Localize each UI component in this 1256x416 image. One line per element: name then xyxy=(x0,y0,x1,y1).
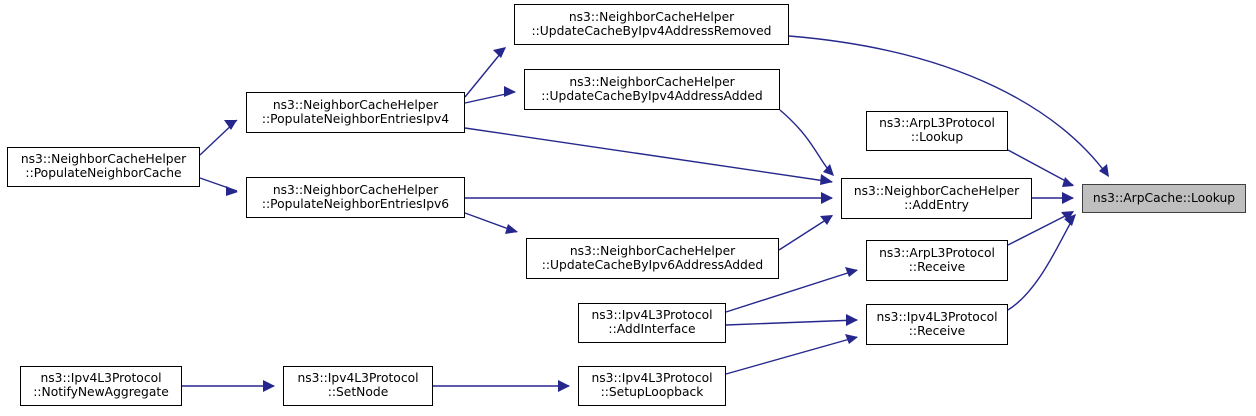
node-label-line1: ns3::NeighborCacheHelper xyxy=(20,152,187,167)
node-label-line1: ns3::NeighborCacheHelper xyxy=(569,74,735,89)
node-label-line1: ns3::NeighborCacheHelper xyxy=(568,9,735,24)
graph-node-update-cache-by-ipv4-address-added[interactable]: ns3::NeighborCacheHelper::UpdateCacheByI… xyxy=(524,69,780,110)
graph-node-populate-neighbor-entries-ipv4[interactable]: ns3::NeighborCacheHelper::PopulateNeighb… xyxy=(246,92,465,133)
arrowhead-icon xyxy=(845,267,858,277)
graph-node-ipv4-l3-protocol-add-interface[interactable]: ns3::Ipv4L3Protocol::AddInterface xyxy=(578,303,726,343)
arrowhead-icon xyxy=(558,380,570,392)
edge-ipv4-l3-protocol-receive-to-arp-cache-lookup xyxy=(1007,214,1076,311)
arrowhead-icon xyxy=(493,47,506,58)
edge-update-cache-by-ipv4-address-added-to-neighbor-cache-helper-add-entry xyxy=(779,109,834,176)
graph-node-ipv4-l3-protocol-receive[interactable]: ns3::Ipv4L3Protocol::Receive xyxy=(866,304,1008,345)
edge-populate-neighbor-entries-ipv4-to-neighbor-cache-helper-add-entry xyxy=(464,127,833,185)
graph-node-ipv4-l3-protocol-set-node[interactable]: ns3::Ipv4L3Protocol::SetNode xyxy=(283,366,433,406)
node-label-line1: ns3::ArpL3Protocol xyxy=(879,245,995,260)
edge-line xyxy=(779,109,834,176)
graph-node-update-cache-by-ipv4-address-removed[interactable]: ns3::NeighborCacheHelper::UpdateCacheByI… xyxy=(514,4,789,45)
edge-line xyxy=(464,127,833,183)
arrowhead-icon xyxy=(845,334,858,344)
graph-node-ipv4-l3-protocol-notify-new-aggregate[interactable]: ns3::Ipv4L3Protocol::NotifyNewAggregate xyxy=(20,366,182,406)
graph-node-populate-neighbor-entries-ipv6[interactable]: ns3::NeighborCacheHelper::PopulateNeighb… xyxy=(246,177,465,218)
edge-line xyxy=(788,35,1109,177)
arrowhead-icon xyxy=(263,380,275,392)
edge-neighbor-cache-helper-add-entry-to-arp-cache-lookup xyxy=(1032,192,1074,204)
edge-populate-neighbor-entries-ipv6-to-neighbor-cache-helper-add-entry xyxy=(465,192,833,204)
edge-line xyxy=(199,119,238,156)
arrowhead-icon xyxy=(504,86,516,97)
graph-node-neighbor-cache-helper-add-entry[interactable]: ns3::NeighborCacheHelper::AddEntry xyxy=(841,178,1032,219)
edge-line xyxy=(199,177,238,192)
edge-ipv4-l3-protocol-add-interface-to-ipv4-l3-protocol-receive xyxy=(725,314,858,326)
node-label-line1: ns3::ArpCache::Lookup xyxy=(1092,190,1236,205)
node-label-line1: ns3::Ipv4L3Protocol xyxy=(876,309,998,324)
arrowhead-icon xyxy=(1064,214,1076,226)
node-label-line2: ::SetNode xyxy=(327,385,389,399)
edge-populate-neighbor-entries-ipv4-to-update-cache-by-ipv4-address-removed xyxy=(464,47,506,98)
edge-populate-neighbor-entries-ipv6-to-update-cache-by-ipv6-address-added xyxy=(464,212,518,234)
graph-node-ipv4-l3-protocol-setup-loopback[interactable]: ns3::Ipv4L3Protocol::SetupLoopback xyxy=(578,366,726,406)
arrowhead-icon xyxy=(505,224,518,234)
node-label-line2: ::UpdateCacheByIpv4AddressAdded xyxy=(541,88,763,103)
node-label-line2: ::UpdateCacheByIpv6AddressAdded xyxy=(541,257,764,272)
edge-line xyxy=(725,336,858,375)
node-label-line1: ns3::Ipv4L3Protocol xyxy=(591,308,713,323)
graph-node-arp-l3-protocol-receive[interactable]: ns3::ArpL3Protocol::Receive xyxy=(866,240,1008,281)
edge-line xyxy=(464,91,516,104)
graph-node-update-cache-by-ipv6-address-added[interactable]: ns3::NeighborCacheHelper::UpdateCacheByI… xyxy=(526,238,779,279)
arrowhead-icon xyxy=(820,174,833,185)
node-label-line2: ::Lookup xyxy=(910,130,964,144)
edge-update-cache-by-ipv6-address-added-to-neighbor-cache-helper-add-entry xyxy=(778,215,833,251)
edge-populate-neighbor-cache-to-populate-neighbor-entries-ipv6 xyxy=(199,177,238,196)
arrowhead-icon xyxy=(1062,192,1074,204)
graph-node-arp-cache-lookup[interactable]: ns3::ArpCache::Lookup xyxy=(1082,184,1246,213)
arrowhead-icon xyxy=(821,192,833,204)
edge-populate-neighbor-entries-ipv4-to-update-cache-by-ipv4-address-added xyxy=(464,86,516,104)
arrowhead-icon xyxy=(820,215,833,225)
node-label-line1: ns3::Ipv4L3Protocol xyxy=(297,371,419,386)
node-label-line2: ::Receive xyxy=(908,323,966,338)
node-label-line2: ::AddInterface xyxy=(608,322,696,336)
edge-populate-neighbor-cache-to-populate-neighbor-entries-ipv4 xyxy=(199,119,238,156)
node-label-line2: ::NotifyNewAggregate xyxy=(33,385,169,399)
arrowhead-icon xyxy=(1099,164,1109,177)
arrowhead-icon xyxy=(1061,211,1074,221)
edge-line xyxy=(464,212,518,233)
node-label-line2: ::UpdateCacheByIpv4AddressRemoved xyxy=(531,23,772,38)
arrowhead-icon xyxy=(224,120,237,130)
node-label-line2: ::PopulateNeighborEntriesIpv6 xyxy=(261,196,450,211)
edge-line xyxy=(1007,214,1076,311)
node-label-line2: ::AddEntry xyxy=(904,197,969,212)
graph-node-populate-neighbor-cache[interactable]: ns3::NeighborCacheHelper::PopulateNeighb… xyxy=(7,147,200,187)
edge-line xyxy=(464,47,506,98)
edge-line xyxy=(725,319,858,326)
edge-ipv4-l3-protocol-notify-new-aggregate-to-ipv4-l3-protocol-set-node xyxy=(182,380,275,392)
node-label-line1: ns3::NeighborCacheHelper xyxy=(272,182,439,197)
node-label-line1: ns3::NeighborCacheHelper xyxy=(569,243,736,258)
node-label-line1: ns3::NeighborCacheHelper xyxy=(853,183,1020,198)
node-label-line2: ::Receive xyxy=(908,259,966,274)
node-label-line1: ns3::NeighborCacheHelper xyxy=(272,97,439,112)
arrowhead-icon xyxy=(1062,177,1074,187)
node-label-line1: ns3::ArpL3Protocol xyxy=(879,116,995,131)
graph-node-arp-l3-protocol-lookup[interactable]: ns3::ArpL3Protocol::Lookup xyxy=(866,111,1008,151)
arrowhead-icon xyxy=(846,314,858,326)
node-label-line1: ns3::Ipv4L3Protocol xyxy=(591,371,713,386)
node-label-line2: ::SetupLoopback xyxy=(600,385,704,399)
edge-update-cache-by-ipv4-address-removed-to-arp-cache-lookup xyxy=(788,35,1109,177)
arrowhead-icon xyxy=(823,164,834,176)
edge-line xyxy=(778,215,833,251)
node-label-line2: ::PopulateNeighborCache xyxy=(25,166,182,180)
edge-ipv4-l3-protocol-setup-loopback-to-ipv4-l3-protocol-receive xyxy=(725,334,858,375)
node-label-line2: ::PopulateNeighborEntriesIpv4 xyxy=(261,111,450,126)
edge-ipv4-l3-protocol-set-node-to-ipv4-l3-protocol-setup-loopback xyxy=(433,380,570,392)
arrowhead-icon xyxy=(226,186,238,196)
node-label-line1: ns3::Ipv4L3Protocol xyxy=(40,371,162,386)
